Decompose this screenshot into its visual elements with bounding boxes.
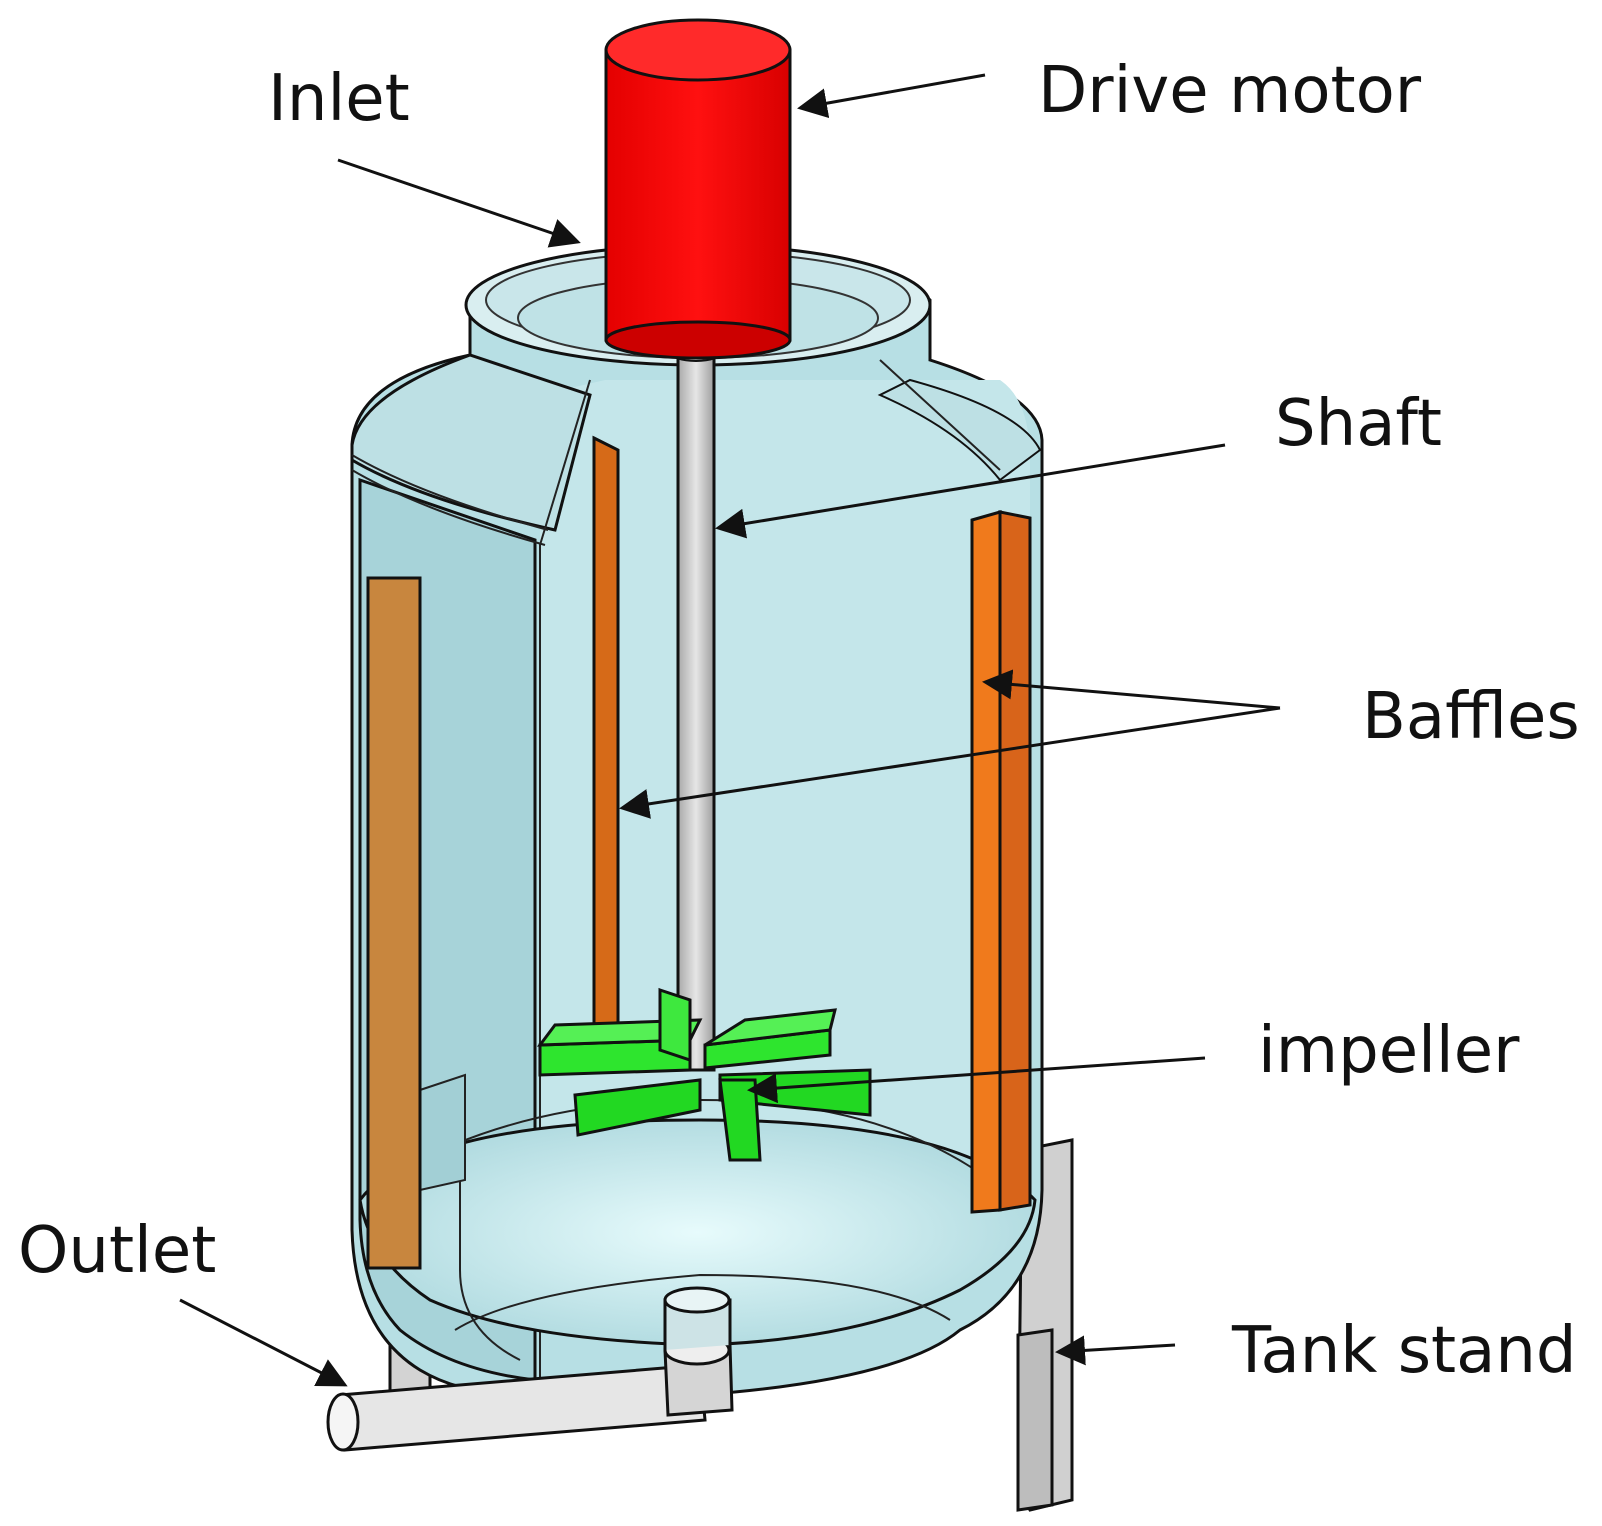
labels: Inlet Drive motor Shaft Baffles impeller…: [18, 54, 1580, 1388]
label-drive-motor: Drive motor: [1038, 54, 1422, 128]
tank-stand-arrow: [1055, 1335, 1176, 1366]
outlet-pipe: [326, 1286, 734, 1452]
inlet-arrow: [337, 158, 581, 248]
outlet-arrow: [179, 1298, 348, 1387]
baffle-left: [366, 576, 422, 1270]
label-baffles: Baffles: [1362, 680, 1580, 754]
baffles: [366, 435, 1032, 1270]
impeller: [536, 987, 872, 1162]
shaft-arrow: [715, 443, 1226, 539]
label-tank-stand: Tank stand: [1231, 1314, 1577, 1388]
label-impeller: impeller: [1258, 1014, 1520, 1088]
shaft: [669, 342, 723, 1072]
drive-motor: [604, 18, 792, 360]
baffles-arrow-2: [619, 706, 1281, 819]
baffle-right: [970, 510, 1002, 1214]
label-inlet: Inlet: [268, 62, 410, 136]
baffles-arrow-1: [982, 669, 1281, 710]
label-outlet: Outlet: [18, 1214, 216, 1288]
drive-motor-arrow: [797, 73, 986, 119]
impeller-arrow: [747, 1056, 1206, 1104]
baffle-back: [592, 435, 620, 1042]
leader-lines: [179, 73, 1281, 1387]
label-shaft: Shaft: [1275, 387, 1442, 461]
